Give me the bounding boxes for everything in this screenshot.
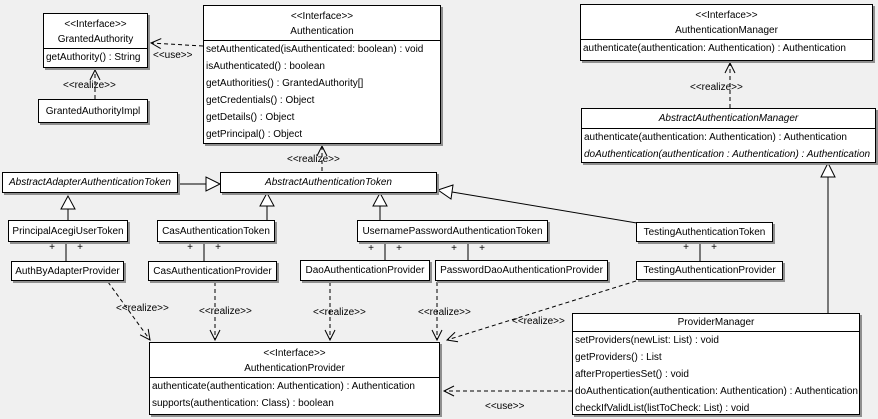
class-cas-authentication-provider[interactable]: CasAuthenticationProvider (148, 261, 277, 281)
association-end-marker: + (215, 242, 221, 253)
generalization-testing-token-to-abstract-token (436, 184, 638, 224)
method-label: setAuthenticated(isAuthenticated: boolea… (206, 44, 424, 55)
association-end-marker: + (683, 242, 689, 253)
class-name: CasAuthenticationToken (162, 225, 270, 237)
method-label: doAuthentication(authentication: Authent… (575, 386, 858, 397)
generalization-abstract-adapter-to-abstract-token (178, 176, 222, 192)
class-authentication-provider[interactable]: <<Interface>> AuthenticationProvider aut… (149, 342, 440, 415)
class-password-dao-authentication-provider[interactable]: PasswordDaoAuthenticationProvider (435, 260, 608, 281)
class-authentication[interactable]: <<Interface>> Authentication setAuthenti… (203, 5, 441, 144)
class-authentication-manager[interactable]: <<Interface>> AuthenticationManager auth… (580, 4, 873, 61)
association-lines (65, 241, 701, 261)
method-label: getAuthority() : String (46, 52, 141, 63)
class-granted-authority-impl[interactable]: GrantedAuthorityImpl (38, 99, 148, 123)
class-name: CasAuthenticationProvider (153, 265, 272, 277)
association-end-marker: + (451, 243, 457, 254)
stereotype-label: <<Interface>> (64, 19, 127, 30)
method-label: checkIfValidList(listToCheck: List) : vo… (575, 403, 750, 414)
use-arrows (149, 38, 572, 397)
realize-label: <<realize>> (116, 303, 169, 314)
class-name: TestingAuthenticationProvider (643, 265, 776, 276)
method-label: doAuthentication(authentication : Authen… (584, 149, 871, 160)
method-label: supports(authentication: Class) : boolea… (152, 398, 334, 409)
class-name: AbstractAuthenticationManager (658, 113, 799, 124)
class-abstract-authentication-manager[interactable]: AbstractAuthenticationManager authentica… (581, 108, 876, 163)
class-dao-authentication-provider[interactable]: DaoAuthenticationProvider (300, 260, 430, 281)
class-auth-by-adapter-provider[interactable]: AuthByAdapterProvider (11, 261, 124, 281)
method-label: getCredentials() : Object (206, 95, 315, 106)
realize-label: <<realize>> (287, 154, 340, 165)
class-name: AuthenticationProvider (244, 363, 345, 374)
use-authentication-to-granted-authority (149, 38, 204, 50)
method-label: getProviders() : List (575, 352, 662, 363)
realize-label: <<realize>> (418, 307, 471, 318)
stereotype-label: <<Interface>> (695, 10, 758, 21)
association-end-marker: + (396, 243, 402, 254)
generalization-cas-token-to-abstract-token (259, 191, 275, 220)
class-testing-authentication-provider[interactable]: TestingAuthenticationProvider (636, 261, 783, 280)
method-label: getAuthorities() : GrantedAuthority[] (206, 78, 364, 89)
class-abstract-adapter-authentication-token[interactable]: AbstractAdapterAuthenticationToken (2, 172, 178, 193)
realize-arrows (89, 61, 736, 343)
class-name: AuthenticationManager (675, 25, 778, 36)
class-name: PrincipalAcegiUserToken (12, 225, 124, 237)
class-username-password-authentication-token[interactable]: UsernamePasswordAuthenticationToken (357, 220, 548, 242)
method-label: getPrincipal() : Object (206, 129, 303, 140)
method-label: setProviders(newList: List) : void (575, 335, 719, 346)
class-cas-authentication-token[interactable]: CasAuthenticationToken (157, 220, 275, 242)
realize-label: <<realize>> (512, 316, 565, 327)
class-testing-authentication-token[interactable]: TestingAuthenticationToken (636, 222, 773, 242)
association-end-marker: + (187, 242, 193, 253)
realize-label: <<realize>> (690, 82, 743, 93)
use-label: <<use>> (153, 50, 193, 61)
use-label: <<use>> (485, 401, 525, 412)
class-name: UsernamePasswordAuthenticationToken (362, 225, 543, 237)
generalization-arrows (60, 161, 836, 313)
class-name: GrantedAuthority (57, 34, 134, 45)
association-end-marker: + (368, 243, 374, 254)
class-name: TestingAuthenticationToken (643, 226, 766, 238)
method-label: authenticate(authentication: Authenticat… (584, 132, 847, 143)
class-abstract-authentication-token[interactable]: AbstractAuthenticationToken (220, 172, 437, 193)
class-name: PasswordDaoAuthenticationProvider (440, 265, 603, 276)
method-label: authenticate(authentication: Authenticat… (583, 43, 846, 54)
class-name: AuthByAdapterProvider (15, 265, 120, 277)
realize-label: <<realize>> (199, 306, 252, 317)
generalization-provider-manager-to-abstract-manager (820, 161, 836, 313)
class-principal-acegi-user-token[interactable]: PrincipalAcegiUserToken (8, 220, 128, 242)
association-end-marker: + (77, 242, 83, 253)
realize-testing-provider (445, 280, 637, 343)
stereotype-label: <<Interface>> (290, 11, 354, 22)
stereotype-label: <<Interface>> (263, 348, 326, 359)
generalization-principal-to-abstract-adapter (60, 194, 76, 220)
generalization-userpass-token-to-abstract-token (372, 191, 388, 220)
class-name: Authentication (290, 26, 354, 37)
realize-label: <<realize>> (313, 307, 366, 318)
class-name: AbstractAuthenticationToken (265, 177, 392, 188)
realize-auth-by-adapter-provider (107, 281, 151, 341)
class-name: GrantedAuthorityImpl (45, 105, 141, 117)
class-name: AbstractAdapterAuthenticationToken (9, 177, 171, 188)
class-name: ProviderManager (677, 317, 755, 328)
class-granted-authority[interactable]: <<Interface>> GrantedAuthority getAuthor… (43, 13, 148, 68)
class-provider-manager[interactable]: ProviderManager setProviders(newList: Li… (572, 313, 860, 415)
method-label: getDetails() : Object (206, 112, 295, 123)
method-label: authenticate(authentication: Authenticat… (152, 381, 415, 392)
realize-label: <<realize>> (63, 80, 116, 91)
method-label: afterPropertiesSet() : void (575, 369, 689, 380)
association-end-marker: + (49, 242, 55, 253)
association-end-marker: + (479, 243, 485, 254)
method-label: isAuthenticated() : boolean (206, 61, 325, 72)
class-name: DaoAuthenticationProvider (305, 265, 425, 276)
association-end-marker: + (711, 242, 717, 253)
